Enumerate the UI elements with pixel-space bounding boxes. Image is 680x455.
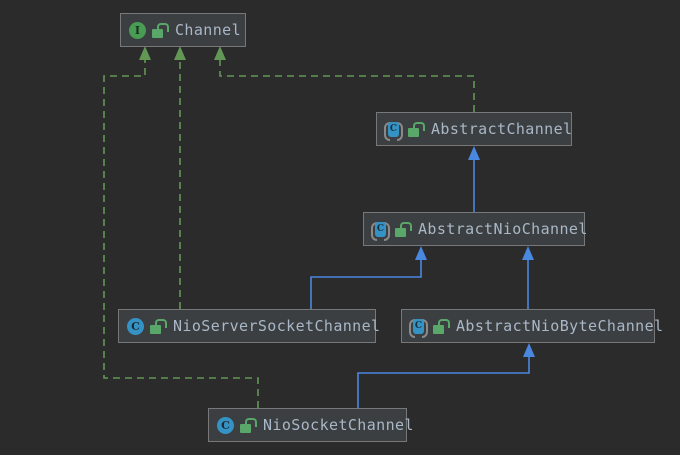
unlocked-padlock-icon [152,22,169,38]
edge-implements-niosocketchannel-channel [103,46,259,408]
abstract-class-icon: C [409,317,428,338]
edge-extends-abstractniobytechannel-abstractniochannel [522,246,534,309]
edge-implements-nioserversocketchannel-channel [174,46,186,309]
class-icon: C [216,416,235,435]
unlocked-padlock-icon [408,121,425,137]
class-icon-letter: C [221,418,230,432]
abstract-class-icon: C [371,220,390,241]
edge-extends-abstractniochannel-abstractchannel [468,146,480,212]
class-node-channel[interactable]: I Channel [120,13,246,47]
class-node-label: NioSocketChannel [263,416,414,434]
edge-extends-niosocketchannel-abstractniobytechannel [357,343,535,408]
class-node-label: AbstractChannel [431,120,573,138]
abstract-class-icon-letter: C [389,124,398,134]
edge-extends-nioserversocketchannel-abstractniochannel [310,246,427,309]
class-node-label: AbstractNioByteChannel [456,317,664,335]
abstract-class-icon: C [384,120,403,141]
class-node-abstractchannel[interactable]: C AbstractChannel [376,112,572,146]
abstract-class-icon-letter: C [376,224,385,234]
class-node-nioserversocketchannel[interactable]: C NioServerSocketChannel [118,309,380,343]
interface-icon: I [128,21,147,40]
class-node-label: NioServerSocketChannel [173,317,381,335]
class-icon-letter: C [131,319,140,333]
class-node-abstractniochannel[interactable]: C AbstractNioChannel [363,212,588,246]
unlocked-padlock-icon [433,318,450,334]
class-node-abstractniobytechannel[interactable]: C AbstractNioByteChannel [401,309,663,343]
interface-icon-letter: I [134,23,141,37]
unlocked-padlock-icon [395,221,412,237]
unlocked-padlock-icon [240,417,257,433]
edge-implements-abstractchannel-channel [214,46,475,112]
class-node-niosocketchannel[interactable]: C NioSocketChannel [208,408,414,442]
unlocked-padlock-icon [150,318,167,334]
class-node-label: AbstractNioChannel [418,220,588,238]
class-node-label: Channel [175,21,242,39]
abstract-class-icon-letter: C [414,321,423,331]
class-icon: C [126,317,145,336]
